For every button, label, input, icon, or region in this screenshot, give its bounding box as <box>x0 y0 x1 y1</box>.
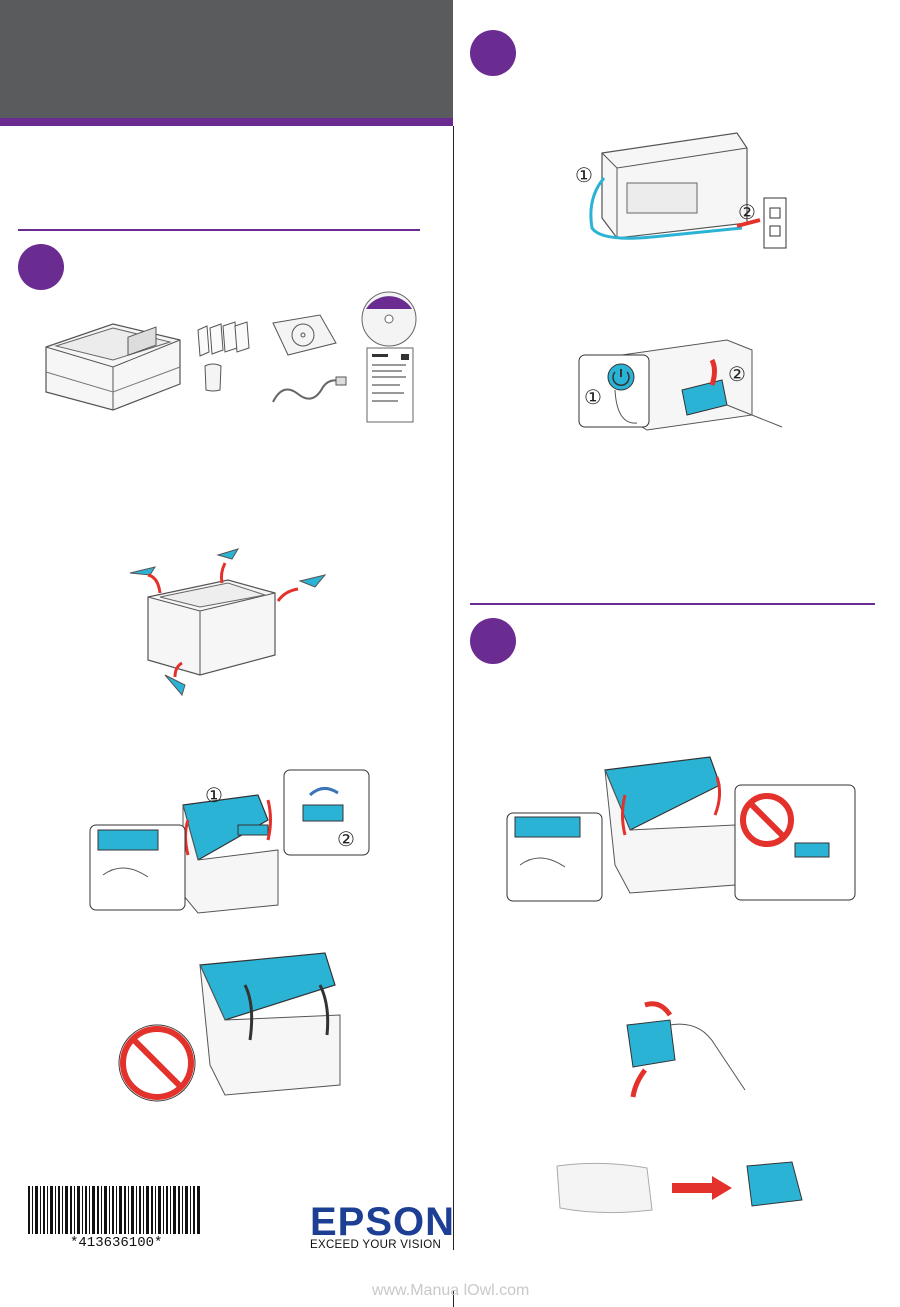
barcode-number: *413636100* <box>70 1235 163 1251</box>
ink-pack-illustration <box>204 363 222 392</box>
callout-two: ② <box>337 829 355 851</box>
column-divider <box>453 126 454 1250</box>
watermark: www.Manua lOwl.com <box>372 1282 530 1299</box>
column-divider-bottom <box>453 1290 454 1307</box>
no-sign-icon <box>120 1026 194 1100</box>
shake-ink-illustration <box>626 1001 746 1098</box>
section-divider-right <box>470 603 875 605</box>
ink-cartridges-illustration <box>197 321 250 357</box>
printer-illustration <box>45 323 181 411</box>
wall-outlet-icon <box>763 197 787 249</box>
unpack-ink-illustration <box>556 1161 803 1214</box>
callout-two: ② <box>728 364 746 386</box>
section-divider-left <box>18 229 420 231</box>
brand-tagline: EXCEED YOUR VISION <box>310 1239 442 1251</box>
connect-power-illustration <box>589 132 787 249</box>
step-marker-ink <box>470 618 516 664</box>
documents-illustration <box>366 347 414 423</box>
barcode-icon <box>28 1186 200 1234</box>
open-scanner-illustration <box>89 769 370 914</box>
callout-one: ① <box>584 387 602 409</box>
power-cord-illustration <box>272 376 347 403</box>
brand-logo: EPSON <box>310 1200 456 1244</box>
cd-tray-illustration <box>272 314 337 356</box>
cd-disc-icon <box>361 291 417 347</box>
step-marker-power <box>470 30 516 76</box>
callout-one: ① <box>575 165 593 187</box>
step-marker-unpack <box>18 244 64 290</box>
header-band <box>0 0 453 118</box>
callout-one: ① <box>205 785 223 807</box>
header-accent-rule <box>0 118 453 126</box>
close-scanner-illustration <box>118 952 341 1102</box>
callout-two: ② <box>738 202 756 224</box>
arrow-icon <box>712 1176 732 1200</box>
remove-tape-illustration <box>129 548 327 697</box>
power-on-illustration <box>578 339 783 431</box>
open-scanner-ink-illustration <box>506 756 856 902</box>
